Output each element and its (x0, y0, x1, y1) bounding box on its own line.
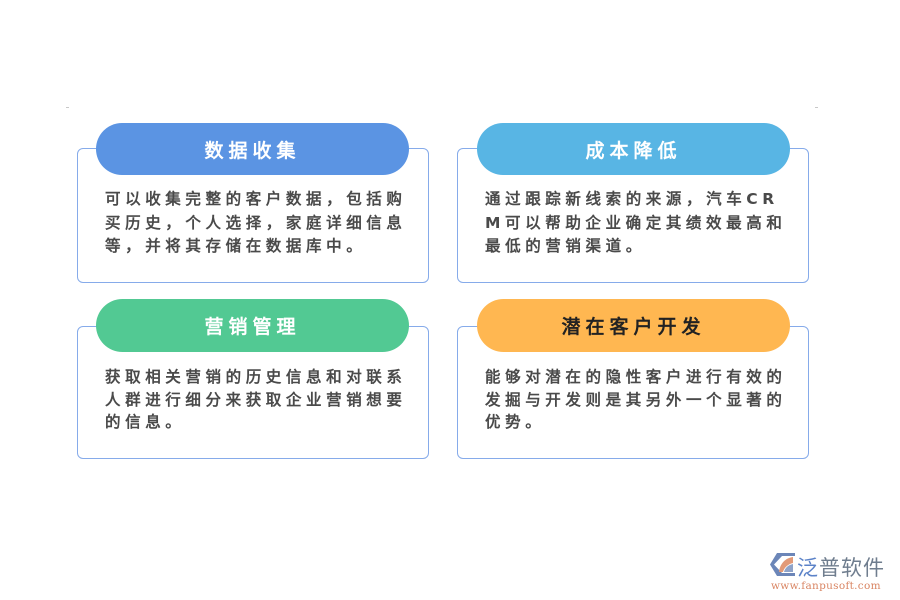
card-title: 数据收集 (204, 139, 301, 162)
card-description: 可以收集完整的客户数据，包括购买历史，个人选择，家庭详细信息等，并将其存储在数据… (105, 190, 407, 255)
card-title: 成本降低 (585, 139, 682, 162)
card-title: 潜在客户开发 (561, 316, 706, 338)
logo-mark-icon (770, 553, 795, 576)
card-title-pill: 数据收集 (96, 123, 409, 175)
logo-url: www.fanpusoft.com (771, 580, 881, 592)
card-title-pill: 成本降低 (477, 123, 790, 175)
decorative-dot (815, 107, 818, 108)
card-title: 营销管理 (204, 316, 301, 338)
brand-logo: 泛普软件 www.fanpusoft.com (770, 552, 895, 594)
card-description: 能够对潜在的隐性客户进行有效的发掘与开发则是其另外一个显著的优势。 (485, 368, 787, 431)
logo-name: 泛普软件 (797, 556, 885, 580)
decorative-dot (66, 107, 69, 108)
card-description: 通过跟踪新线索的来源，汽车CRM可以帮助企业确定其绩效最高和最低的营销渠道。 (485, 190, 787, 255)
card-title-pill: 营销管理 (96, 299, 409, 352)
card-title-pill: 潜在客户开发 (477, 299, 790, 352)
card-description: 获取相关营销的历史信息和对联系人群进行细分来获取企业营销想要的信息。 (105, 368, 407, 431)
